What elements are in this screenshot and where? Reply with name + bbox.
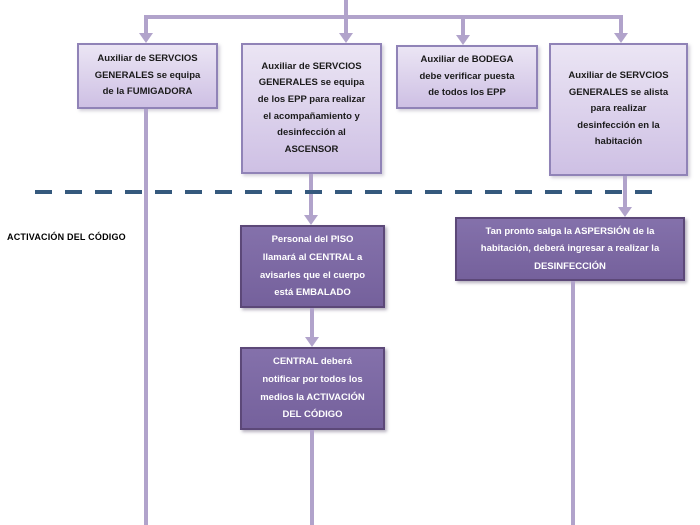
connector-aspersion-down <box>571 281 575 525</box>
phase-label: ACTIVACIÓN DEL CÓDIGO <box>7 232 126 242</box>
arrow-down-icon <box>305 337 319 347</box>
phase-divider-dashed-line <box>35 190 653 194</box>
arrow-down-icon <box>139 33 153 43</box>
connector-central-down <box>310 430 314 525</box>
connector-drop-4 <box>619 15 623 35</box>
arrow-down-icon <box>339 33 353 43</box>
connector-fumigadora-down <box>144 109 148 525</box>
process-box-piso-central: Personal del PISO llamará al CENTRAL a a… <box>240 225 385 308</box>
connector-drop-3 <box>461 15 465 37</box>
arrow-down-icon <box>304 215 318 225</box>
arrow-down-icon <box>614 33 628 43</box>
connector-drop-1 <box>144 15 148 35</box>
process-box-alista-desinfeccion: Auxiliar de SERVCIOS GENERALES se alista… <box>549 43 688 176</box>
process-box-epp-ascensor: Auxiliar de SERVCIOS GENERALES se equipa… <box>241 43 382 174</box>
process-box-aspersion-desinfeccion: Tan pronto salga la ASPERSIÓN de la habi… <box>455 217 685 281</box>
connector-top-horizontal <box>144 15 623 19</box>
process-box-fumigadora: Auxiliar de SERVCIOS GENERALES se equipa… <box>77 43 218 109</box>
process-box-central-codigo: CENTRAL deberá notificar por todos los m… <box>240 347 385 430</box>
connector-piso-to-central <box>310 308 314 337</box>
process-box-bodega-epp: Auxiliar de BODEGA debe verificar puesta… <box>396 45 538 109</box>
connector-epp-to-piso <box>309 174 313 215</box>
connector-top-stem <box>344 0 348 19</box>
connector-drop-2 <box>344 15 348 35</box>
arrow-down-icon <box>456 35 470 45</box>
arrow-down-icon <box>618 207 632 217</box>
